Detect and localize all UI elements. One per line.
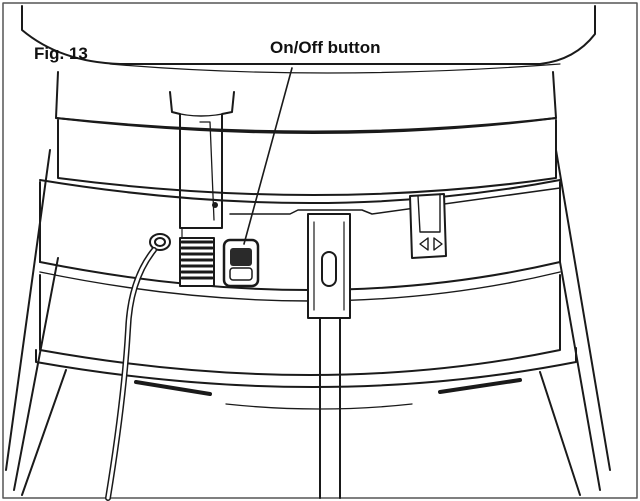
- motor-housing: [39, 179, 561, 302]
- center-column: [307, 213, 351, 499]
- base-ring: [35, 274, 577, 410]
- direction-switch: [409, 193, 447, 259]
- figure-number-label: Fig. 13: [34, 44, 88, 63]
- on-off-switch: [222, 238, 260, 288]
- stand-legs: [5, 149, 611, 496]
- on-off-button-label: On/Off button: [270, 38, 381, 57]
- upper-collar: [55, 71, 557, 196]
- top-bowl: [21, 5, 596, 74]
- vent-grille: [179, 237, 215, 287]
- callout-leader-line: [243, 67, 293, 245]
- latch-clip: [169, 91, 235, 247]
- shaft-slot: [321, 251, 337, 287]
- power-cord: [105, 233, 171, 501]
